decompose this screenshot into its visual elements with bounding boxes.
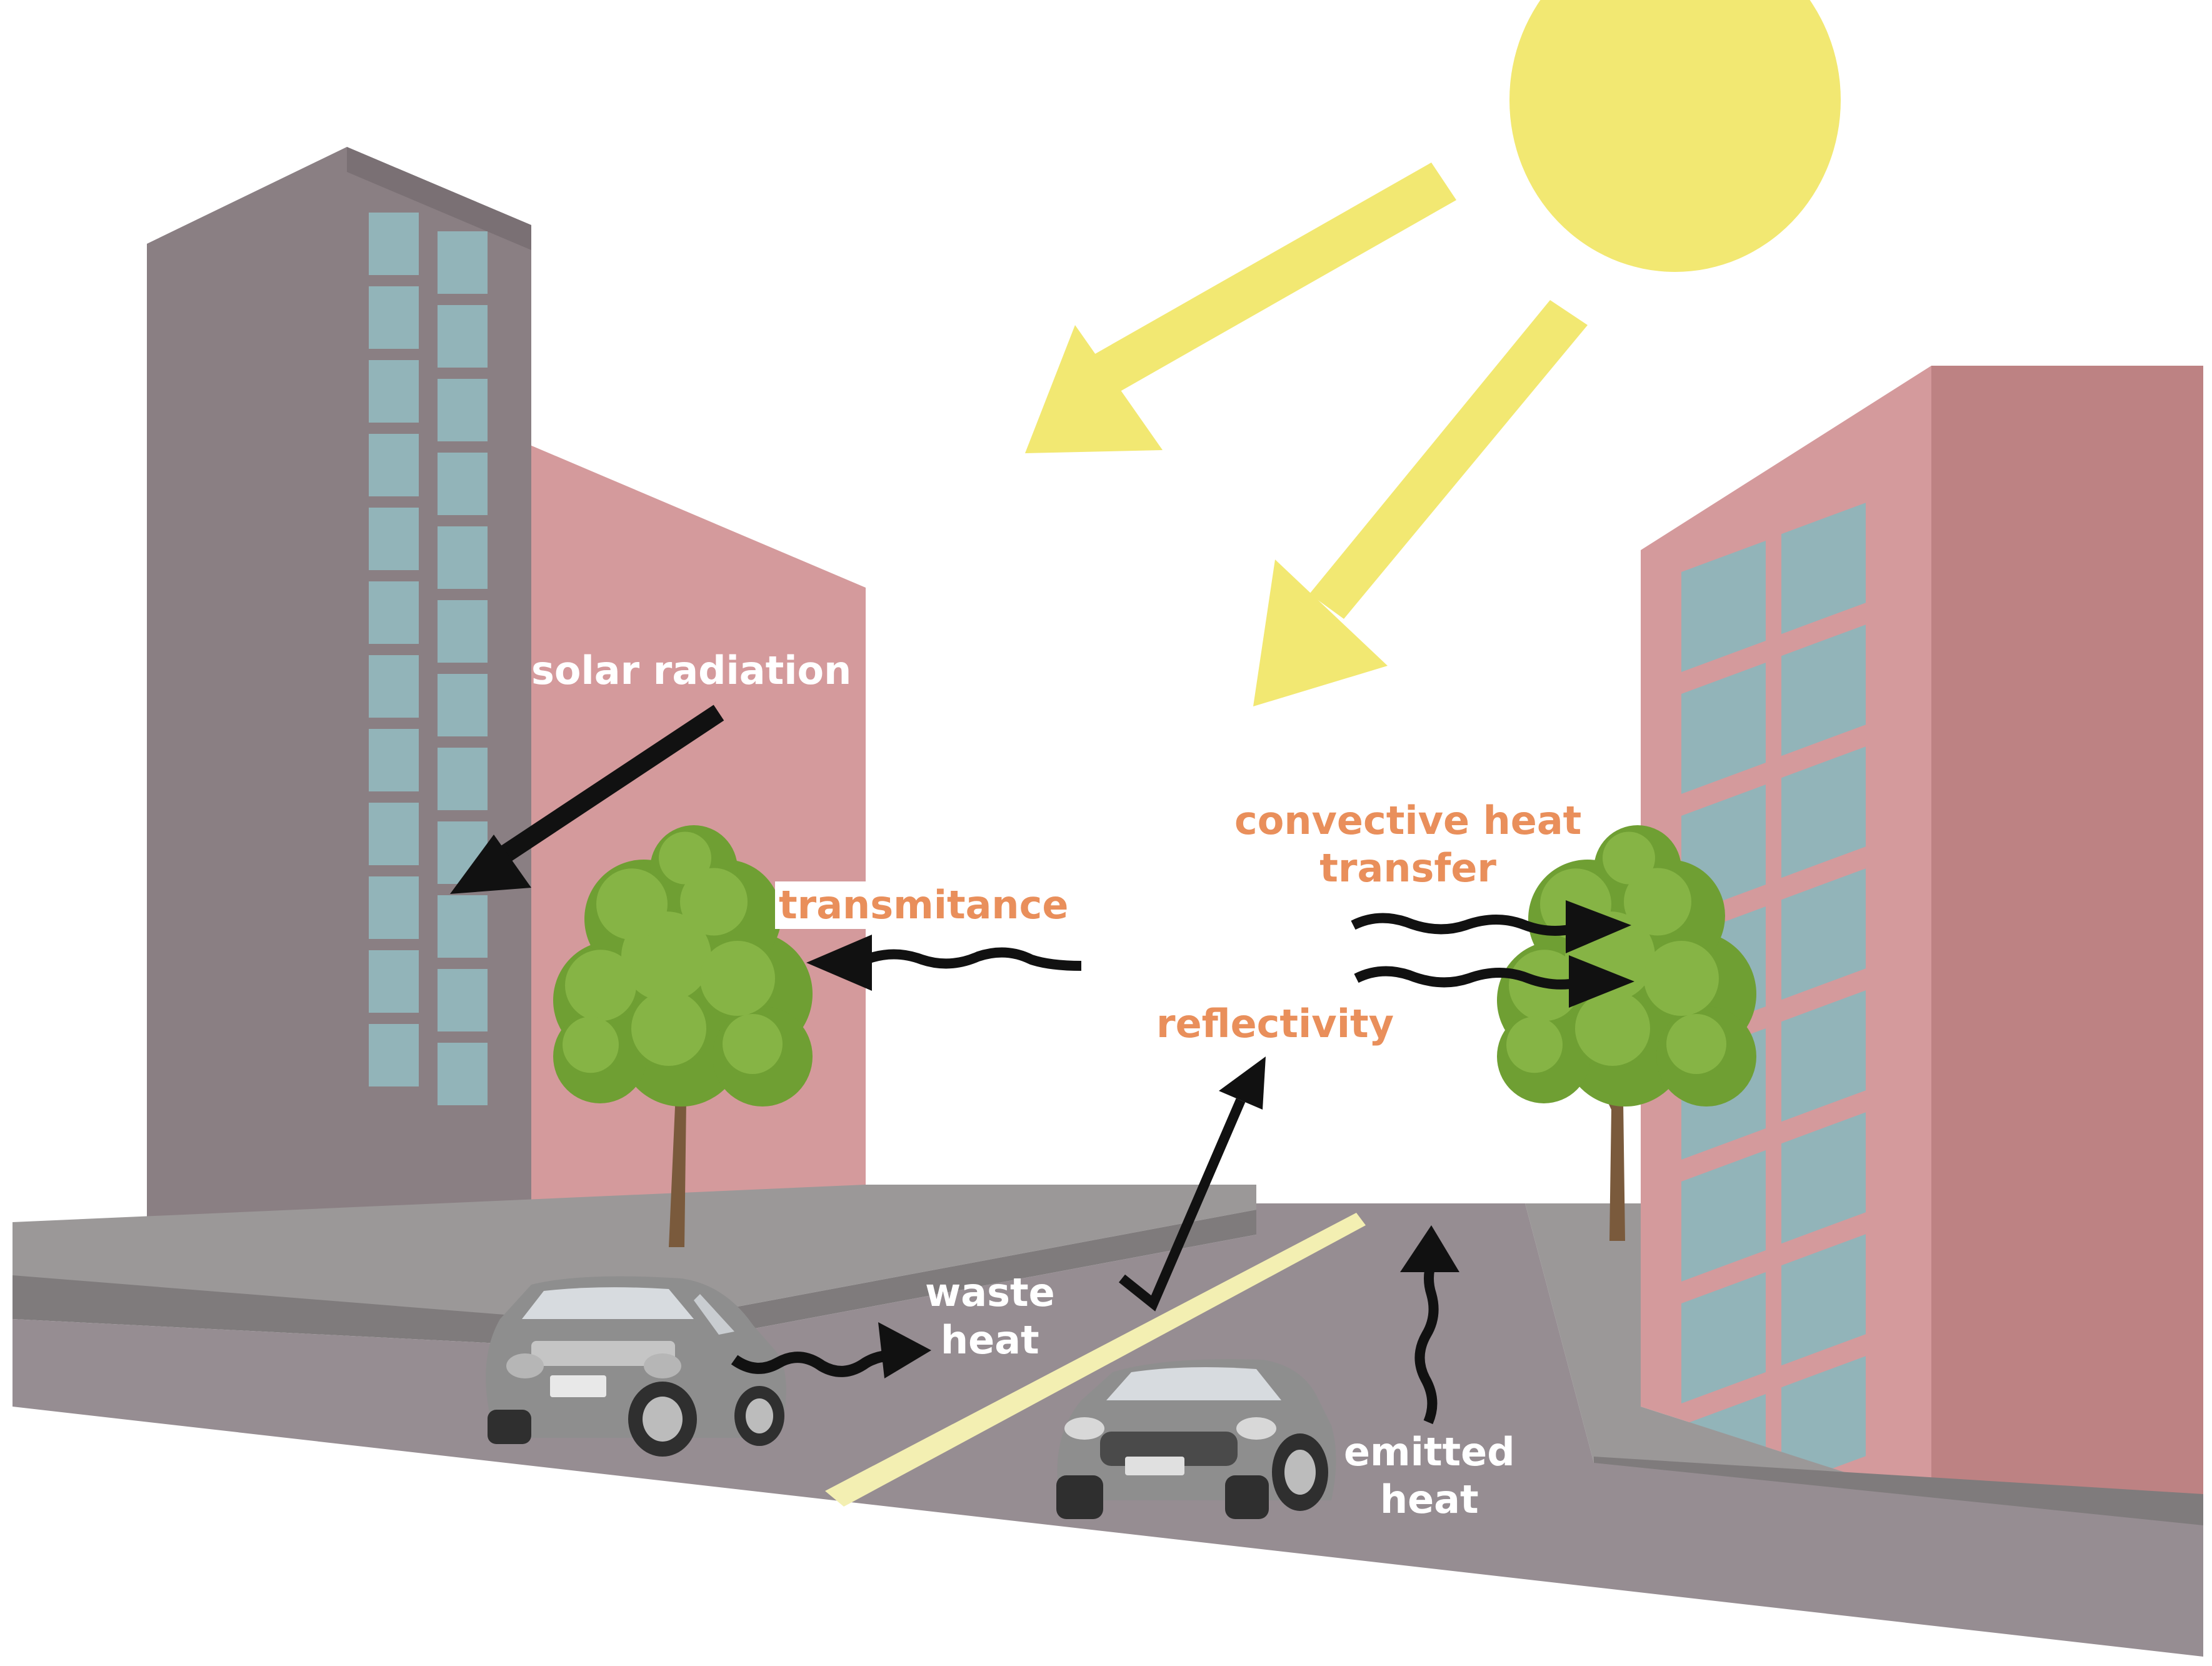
center-car [1056,1359,1336,1519]
waste-heat-line-1: waste [925,1270,1055,1315]
canopy-highlight [563,1016,619,1073]
canopy-highlight [1644,941,1719,1016]
building-window [1681,1272,1766,1403]
canopy-highlight [596,868,668,940]
convective-heat-arrow-lower [1354,955,1634,1008]
building-window [1681,1150,1766,1282]
tower-window [369,213,419,275]
canopy-highlight [659,831,711,885]
convective-heat-transfer-label: convective heat transfer [1234,797,1581,891]
waste-heat-line-2: heat [941,1317,1039,1363]
canopy-highlight [565,950,636,1021]
left-tower-building [147,147,531,1269]
right-sidewalk [1525,1203,1913,1494]
waste-heat-label: waste heat [925,1269,1055,1363]
tower-window [369,581,419,644]
tower-window [438,600,488,663]
tower-window [369,286,419,349]
building-window [1781,868,1866,1000]
sun-ray-arrow-upper [1025,163,1456,453]
tower-window [438,748,488,810]
convective-heat-transfer-line-1: convective heat [1234,798,1582,843]
canopy-highlight [631,991,706,1066]
tower-window [438,231,488,294]
emitted-heat-arrow [1400,1225,1459,1425]
convective-heat-arrow-upper [1351,900,1631,953]
tower-window [438,674,488,736]
building-window [1681,663,1766,794]
building-window [1781,990,1866,1122]
tower-window [369,508,419,570]
building-window [1781,1112,1866,1244]
building-window [1781,1234,1866,1366]
transmitance-arrow [806,935,1082,991]
canopy-highlight [723,1014,783,1074]
building-window [1781,1356,1866,1488]
emitted-heat-line-2: heat [1379,1476,1479,1522]
canopy-highlight [1506,1016,1563,1073]
tower-window [438,453,488,515]
tower-window [369,360,419,423]
building-window [1781,503,1866,635]
tower-window [438,969,488,1031]
emitted-heat-label: emitted heat [1344,1428,1515,1523]
tower-window [369,876,419,939]
canopy-highlight [1603,831,1655,885]
canopy-highlight [700,941,775,1016]
left-sidewalk [13,1185,1256,1325]
tower-window [369,950,419,1013]
left-car [486,1276,786,1457]
tower-window [369,803,419,865]
left-curb [13,1210,1256,1350]
canopy-highlight [1624,868,1691,936]
waste-heat-arrow [731,1322,931,1378]
reflectivity-arrow [1119,1056,1266,1312]
building-window [1781,625,1866,756]
convective-heat-transfer-line-2: transfer [1319,845,1496,891]
sun [1509,0,1841,272]
canopy-highlight [680,868,748,936]
tower-window [369,655,419,718]
canopy-highlight [1666,1014,1726,1074]
sun-ray-arrow-lower [1253,300,1588,706]
tower-window [438,379,488,441]
tower-window [438,895,488,958]
tower-window [438,1043,488,1105]
canopy-highlight [1575,991,1650,1066]
left-tower-windows [369,213,488,1105]
building-window [1781,746,1866,878]
lane-marking [825,1213,1366,1507]
solar-radiation-label: solar radiation [531,648,852,693]
tower-window [369,434,419,496]
left-tree [553,825,813,1247]
tower-window [369,1024,419,1086]
transmitance-label: transmitance [775,881,1073,929]
tower-window [438,526,488,589]
tower-window [438,305,488,368]
solar-radiation-arrow [450,705,724,894]
reflectivity-label: reflectivity [1156,1001,1394,1046]
building-window [1681,541,1766,672]
emitted-heat-line-1: emitted [1344,1429,1515,1475]
tower-window [369,729,419,791]
